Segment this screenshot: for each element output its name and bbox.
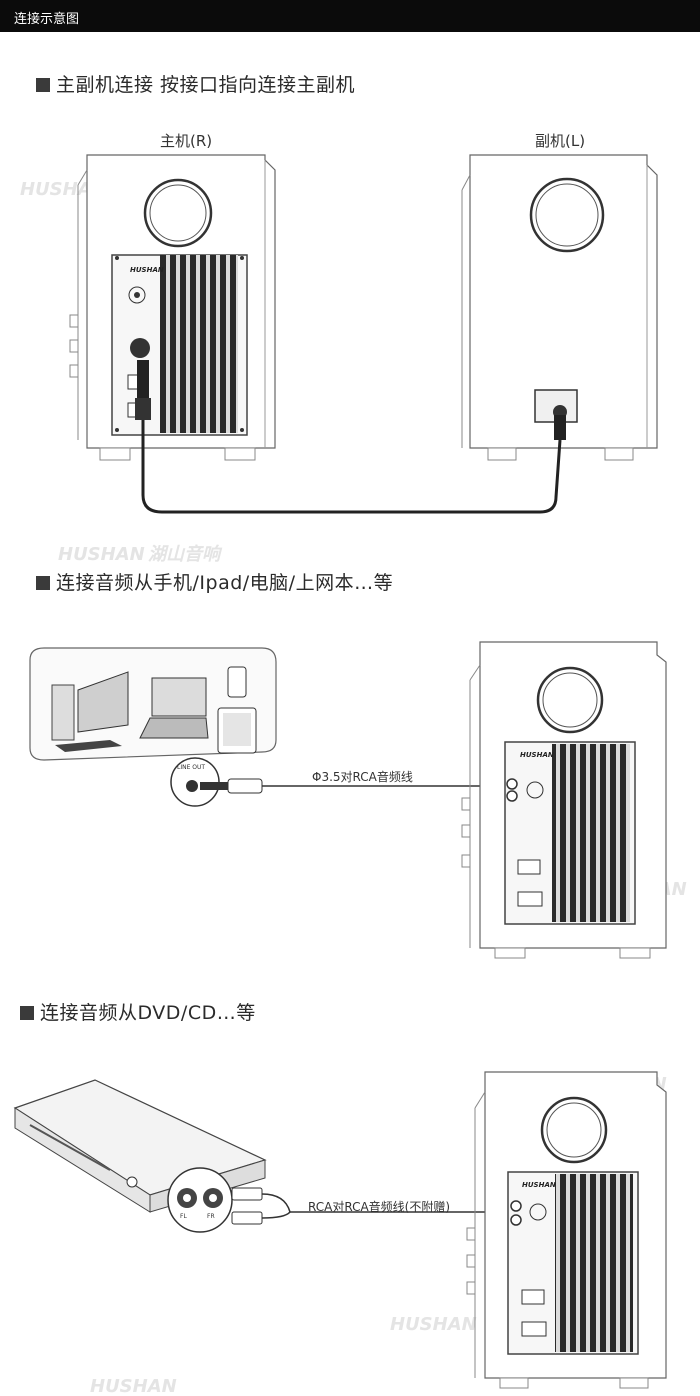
brand-logo: HUSHAN [130,266,164,274]
speaker-link-cable [141,420,562,514]
bullet-square-icon [36,78,50,92]
watermark-text: HUSHAN [390,1314,477,1335]
section-title-master-slave: 主副机连接 按接口指向连接主副机 [36,70,355,97]
cable-35-rca-label: Φ3.5对RCA音频线 [312,770,413,784]
monitor-icon [77,671,129,733]
watermark-text-cjk: 湖山音响 [148,544,223,565]
brand-logo: HUSHAN [520,751,554,759]
aux-cable [262,777,501,787]
main-speaker-label: 主机(R) [160,132,213,150]
header-bar: 连接示意图 [0,0,700,32]
sub-speaker-label: 副机(L) [535,132,586,150]
watermark-text: HUSHAN [58,544,145,565]
brand-logo: HUSHAN [522,1181,556,1189]
devices-panel [29,647,277,761]
watermark-text: HUSHAN [90,1376,177,1396]
rca-callout [167,1167,233,1233]
sub-speaker [461,154,658,461]
speaker-rear-3: HUSHAN [466,1071,667,1389]
speaker-rear-2: HUSHAN [461,641,667,959]
keyboard-icon [55,740,122,752]
line-out-label: LINE OUT [177,764,205,771]
bullet-square-icon [20,1006,34,1020]
rca-cable [261,1193,495,1213]
main-speaker: HUSHAN [69,154,276,461]
rca-right-label: FR [207,1213,215,1220]
bullet-square-icon [36,576,50,590]
watermark-text: HUSHAN [20,179,107,200]
rca-left-label: FL [180,1213,187,1220]
desktop-tower-icon [51,684,75,741]
phone-icon [227,666,247,698]
section-title-dvd: 连接音频从DVD/CD…等 [20,998,256,1025]
section-title-phone-pc: 连接音频从手机/Ipad/电脑/上网本…等 [36,568,393,595]
laptop-icon [151,677,207,717]
header-title: 连接示意图 [14,12,80,27]
cable-rca-rca-label: RCA对RCA音频线(不附赠) [308,1200,451,1214]
